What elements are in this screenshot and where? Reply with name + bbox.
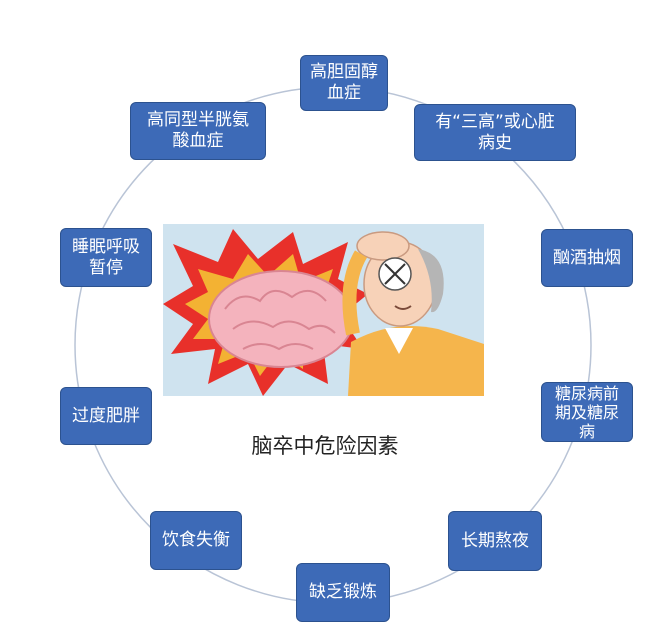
node-three-highs-heart: 有“三高”或心脏 病史 — [414, 104, 576, 161]
stroke-illustration — [163, 224, 484, 396]
diagram-title: 脑卒中危险因素 — [251, 434, 399, 458]
node-hypercholesterolemia: 高胆固醇 血症 — [300, 55, 388, 111]
node-drinking-smoking: 酗酒抽烟 — [541, 229, 633, 287]
node-obesity: 过度肥胖 — [60, 387, 152, 445]
node-prediabetes-diabetes: 糖尿病前 期及糖尿 病 — [541, 382, 633, 442]
node-staying-up-late: 长期熬夜 — [448, 511, 542, 571]
brain-icon — [208, 270, 354, 368]
node-hyperhomocysteinemia: 高同型半胱氨 酸血症 — [130, 102, 266, 160]
node-sleep-apnea: 睡眠呼吸 暂停 — [60, 228, 152, 287]
elderly-man-icon — [348, 325, 484, 396]
node-lack-of-exercise: 缺乏锻炼 — [296, 563, 390, 622]
node-unbalanced-diet: 饮食失衡 — [150, 511, 242, 570]
